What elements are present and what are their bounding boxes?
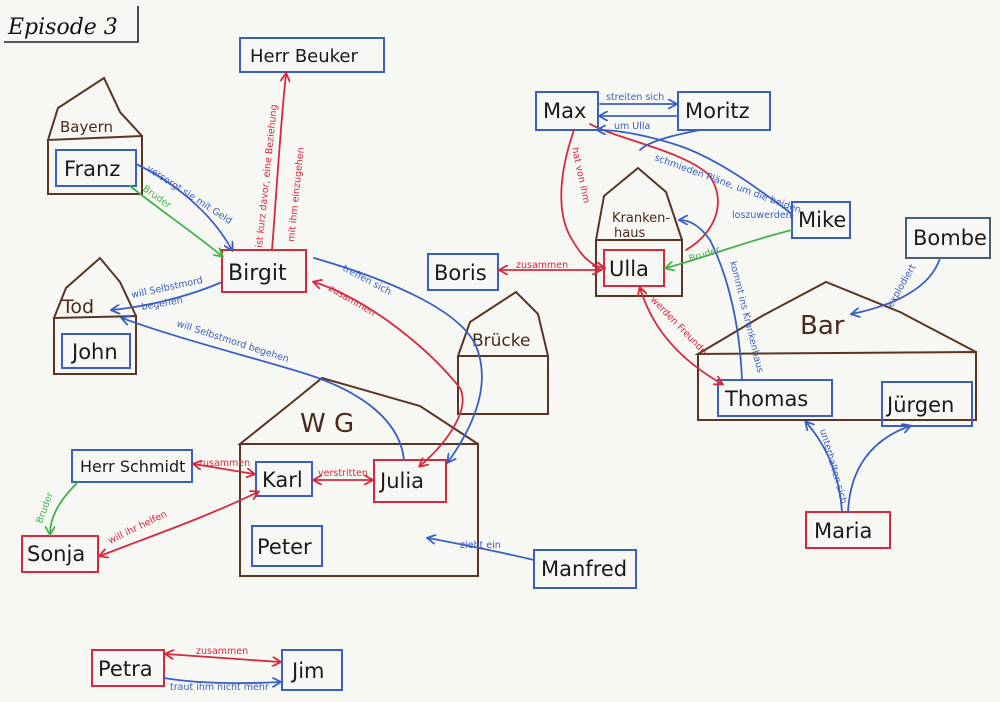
label-mike: Mike [798,208,846,232]
building-label-krankenhaus-2: haus [614,226,645,241]
building-label-bar: Bar [800,311,845,341]
label-bombe: Bombe [913,226,987,250]
label-petra: Petra [98,657,153,681]
edge-moritz-mike [639,129,701,151]
edge-label-boris-ulla: zusammen [516,260,568,271]
box-thomas [717,379,833,417]
label-juergen: Jürgen [885,393,954,417]
edge-label-manfred-wg: zieht ein [460,540,501,551]
box-herr-beuker [239,37,385,73]
edge-label-maria-thomas: unterhalten sich [817,428,849,505]
edge-label-birgit-beuker-2: mit ihm einzugehen [286,147,307,242]
label-franz: Franz [64,157,120,181]
edge-birgit-julia-zusammen [314,282,464,466]
edge-bombe-bar [852,257,941,314]
box-franz [55,149,137,187]
edge-thomas-krankenhaus [680,220,743,381]
edge-label-schmidt-karl: zusammen [198,458,250,469]
label-peter: Peter [257,535,312,559]
label-herr-schmidt: Herr Schmidt [80,457,185,476]
label-moritz: Moritz [685,99,750,123]
edge-birgit-julia-treffen [313,257,483,462]
edge-label-mike-max-2: loszuwerden [732,210,792,221]
box-bombe [905,217,991,259]
building-label-krankenhaus-1: Kranken- [612,211,670,226]
edge-birgit-tod [112,281,223,310]
building-label-wg: W G [300,409,354,439]
label-manfred: Manfred [541,557,627,581]
edge-label-max-moritz-1: streiten sich [606,92,664,103]
edge-maria-juergen [847,426,910,513]
building-krankenhaus [594,166,683,297]
box-manfred [533,549,637,589]
label-thomas: Thomas [724,387,808,411]
label-maria: Maria [814,519,872,543]
edge-ulla-loop [589,123,719,251]
building-label-bayern: Bayern [60,118,113,136]
box-birgit [221,249,307,293]
label-max: Max [543,99,586,123]
edge-mike-ulla [666,229,793,268]
edge-petra-jim-zusammen [166,654,280,662]
label-julia: Julia [378,469,424,493]
edge-label-birgit-beuker-1: ist kurz davor, eine Beziehung [254,104,280,248]
box-jim [281,649,343,691]
box-juergen [881,381,973,427]
edge-label-mike-max-1: schmieden Pläne, um die beiden [653,152,803,215]
label-herr-beuker: Herr Beuker [250,46,359,67]
building-label-bruecke: Brücke [472,331,530,351]
edge-label-max-moritz-2: um Ulla [614,121,650,132]
building-bruecke [456,290,549,415]
edge-schmidt-karl [194,464,254,474]
label-john: John [70,340,118,364]
edge-label-karl-julia: verstritten [318,468,368,479]
label-jim: Jim [290,659,324,683]
box-petra [91,649,165,687]
edge-birgit-beuker [271,74,286,251]
label-ulla: Ulla [609,257,649,281]
edge-mike-max [598,130,793,215]
edge-maria-thomas [806,422,843,513]
box-john [61,333,131,369]
edge-karl-sonja [100,492,258,556]
edge-ulla-thomas [640,288,722,384]
edge-label-mike-ulla: Bruder [688,244,722,264]
edge-schmidt-sonja [50,481,79,534]
label-karl: Karl [262,468,303,492]
label-boris: Boris [434,261,487,285]
title-block: Episode 3 [4,6,139,43]
label-birgit: Birgit [228,261,287,286]
edge-max-ulla [560,129,604,268]
edge-petra-jim-traut [163,678,280,683]
label-sonja: Sonja [27,542,85,566]
edge-label-petra-jim-zusammen: zusammen [196,646,248,657]
edge-manfred-wg [428,538,535,561]
box-moritz [677,91,771,131]
edge-franz-birgit-bruder [129,185,222,256]
edge-label-bombe-bar: explodiert [885,262,919,309]
building-label-tod: Tod [61,296,94,318]
diagram-title: Episode 3 [7,15,118,40]
building-bayern [46,76,143,195]
box-mike [791,201,851,239]
edge-label-max-ulla: hat von ihm [569,146,592,204]
edge-label-petra-jim-traut: traut ihm nicht mehr [170,682,269,693]
building-tod [52,256,137,375]
edge-label-julia-tod: will Selbstmord begehen [175,318,290,365]
edge-label-birgit-julia-zusammen: zusammen [327,283,378,319]
edge-franz-birgit [135,163,232,250]
